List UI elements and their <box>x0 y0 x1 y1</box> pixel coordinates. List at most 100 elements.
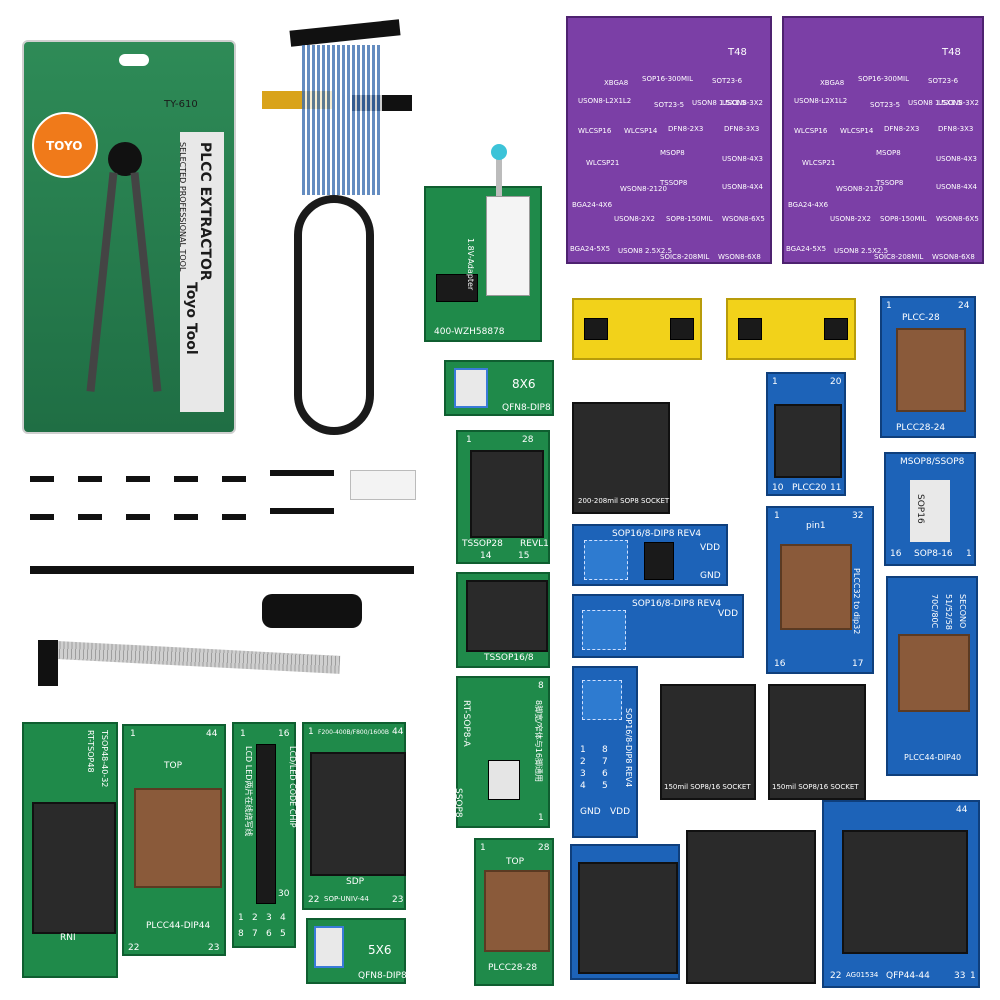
purple-1-bga24-5x5: BGA24-5X5 <box>570 245 611 253</box>
sdp-label-bottom: SOP-UNIV-44 <box>324 895 369 903</box>
qfp44-label: QFP44-44 <box>886 971 930 981</box>
tsop48-label-b: TSOP48-40-32 <box>100 730 109 788</box>
msop-label-c: SOP8-16 <box>914 549 953 559</box>
sdp-socket <box>310 752 406 876</box>
purple-1-xbga8: XBGA8 <box>604 79 629 87</box>
model-number: TY-610 <box>164 99 198 110</box>
rev4c-pin-3: 3 <box>580 769 586 779</box>
plcc28-bottom-label: PLCC28-28 <box>488 963 538 973</box>
qfp44-pin1: 1 <box>970 971 976 981</box>
qfp44-label-b: AG01534 <box>846 971 879 979</box>
purple-1-wson8-6x5: WSON8-6X5 <box>722 215 765 223</box>
rev4a-pad-area <box>584 540 628 580</box>
sop8-socket-200mil: 200-208mil SOP8 SOCKET <box>572 402 670 514</box>
qfn8-size: 8X6 <box>512 377 536 391</box>
plcc28-top-label-bottom: PLCC28-24 <box>896 423 946 433</box>
rev4c-pin-4: 4 <box>580 781 586 791</box>
lcd-pin-1: 1 <box>238 913 244 923</box>
purple-1-dfn8-2x3: DFN8-2X3 <box>668 125 704 133</box>
purple-board-1: T48 XBGA8 SOP16-300MIL SOT23-6 USON8-L2X… <box>566 16 772 264</box>
ssop8-label-b: SSOP8 <box>453 788 463 818</box>
purple-2-dfn8-2x3: DFN8-2X3 <box>884 125 920 133</box>
qfp44-pin22: 22 <box>830 971 842 981</box>
purple-2-t48: T48 <box>942 47 961 58</box>
tssop28-pin28: 28 <box>522 435 534 445</box>
rev4c-pin-1: 1 <box>580 745 586 755</box>
purple-board-2: T48 XBGA8 SOP16-300MIL SOT23-6 USON8-L2X… <box>782 16 984 264</box>
lcd-pin-6: 6 <box>266 929 272 939</box>
ribbon-cable <box>39 640 341 674</box>
extractor-arm-left <box>86 172 118 392</box>
purple-2-uson8-25: USON8 2.5X2.5 <box>834 247 889 255</box>
plcc44-pin44: 44 <box>206 729 218 739</box>
purple-2-wson8-6x8: WSON8-6X8 <box>932 253 975 261</box>
soic-socket-2: 150mil SOP8/16 SOCKET <box>768 684 866 800</box>
pin-header-9 <box>174 514 198 520</box>
pin-header-8 <box>126 514 150 520</box>
qfn8-bottom-size: 5X6 <box>368 943 392 957</box>
tsop48-adapter: TSOP48-40-32 RT-TSOP48 RNI <box>22 722 118 978</box>
lcd-pin-2: 2 <box>252 913 258 923</box>
extractor-brand-name: Toyo Tool <box>183 282 199 355</box>
plcc28-bottom-pin1: 1 <box>480 843 486 853</box>
sop16-dip8-rev4-c: SOP16/8-DIP8 REV4 1 2 3 4 5 6 7 8 GND VD… <box>572 666 638 838</box>
rev4b-pad-area <box>582 610 626 650</box>
purple-1-dfn8-3x3: DFN8-3X3 <box>724 125 760 133</box>
plcc20-pin20: 20 <box>830 377 842 387</box>
purple-2-bga24-4x6: BGA24-4X6 <box>788 201 829 209</box>
rev4c-pin-7: 7 <box>602 757 608 767</box>
plcc44-pin23: 23 <box>208 943 220 953</box>
plcc-extractor-package: TOYO TY-610 PLCC EXTRACTOR Toyo Tool SEL… <box>22 40 236 434</box>
lcd-pin-4: 4 <box>280 913 286 923</box>
qfp44-socket <box>842 830 968 954</box>
pin-headers-group <box>30 458 255 528</box>
qfp44-adapter: 44 22 AG01534 QFP44-44 33 1 <box>822 800 980 988</box>
yellow-board-1 <box>572 298 702 360</box>
lcd-pin-5: 5 <box>280 929 286 939</box>
rev4c-gnd: GND <box>580 807 601 817</box>
rev4c-vdd: VDD <box>610 807 631 817</box>
purple-1-uson8-4x4: USON8-4X4 <box>722 183 763 191</box>
ssop8-chip-pad <box>488 760 520 800</box>
zif-lever-knob <box>491 144 507 160</box>
purple-1-wlcsp16: WLCSP16 <box>578 127 612 135</box>
lcd-pin30: 30 <box>278 889 290 899</box>
msop-pin1: 1 <box>966 549 972 559</box>
purple-1-uson8-l2x1l2: USON8-L2X1L2 <box>578 97 632 105</box>
purple-1-wlcsp14: WLCSP14 <box>624 127 658 135</box>
rev4a-header <box>644 542 674 580</box>
tssop28-label: TSSOP28 <box>462 539 503 549</box>
sdp-pin1: 1 <box>308 727 314 737</box>
tssop16-socket <box>466 580 548 652</box>
purple-1-sot23-5: SOT23-5 <box>654 101 685 109</box>
purple-2-bga24-5x5: BGA24-5X5 <box>786 245 827 253</box>
plcc20-pin11: 11 <box>830 483 842 493</box>
pin-header-long-b <box>270 508 334 514</box>
purple-2-uson8-4x4: USON8-4X4 <box>936 183 977 191</box>
adapter-ic <box>436 274 478 302</box>
sdp-sop44-adapter: 1 F200-400B/F800/1600B 44 SDP 22 SOP-UNI… <box>302 722 406 910</box>
ssop8-pin1: 1 <box>538 813 544 823</box>
ssop8-chinese: 8脚宽/窄体与16脚通用 <box>534 700 543 782</box>
qfn8-label: QFN8-DIP8 <box>502 403 551 413</box>
plcc20-label: PLCC20 <box>792 483 827 493</box>
pin-header-strip <box>30 566 414 574</box>
sop16-dip8-rev4-a: SOP16/8-DIP8 REV4 VDD GND <box>572 524 728 586</box>
tssop28-pin14: 14 <box>480 551 492 561</box>
purple-1-bga24-4x6: BGA24-4X6 <box>572 201 613 209</box>
rev4a-label: SOP16/8-DIP8 REV4 <box>612 529 702 539</box>
tssop28-version: REVL1 <box>520 539 549 549</box>
plcc32-adapter: pin1 1 32 PLCC32 to dip32 16 17 <box>766 506 874 674</box>
yellow-2-chip-left <box>738 318 762 340</box>
qfn8-bottom-label: QFN8-DIP8 <box>358 971 407 981</box>
rev4b-label: SOP16/8-DIP8 REV4 <box>632 599 722 609</box>
plcc28-top-label: PLCC-28 <box>902 313 940 323</box>
tsop48-socket <box>32 802 116 934</box>
plcc-dip-socket <box>898 634 970 712</box>
soic-socket-1: 150mil SOP8/16 SOCKET <box>660 684 756 800</box>
plcc28-bottom-top: TOP <box>506 857 525 867</box>
tssop28-adapter: 1 28 TSSOP28 REVL1 14 15 <box>456 430 550 564</box>
rev4c-pin-6: 6 <box>602 769 608 779</box>
plcc44-dip40-adapter: SECONO 51/52/58 70C/80C PLCC44-DIP40 <box>886 576 978 776</box>
